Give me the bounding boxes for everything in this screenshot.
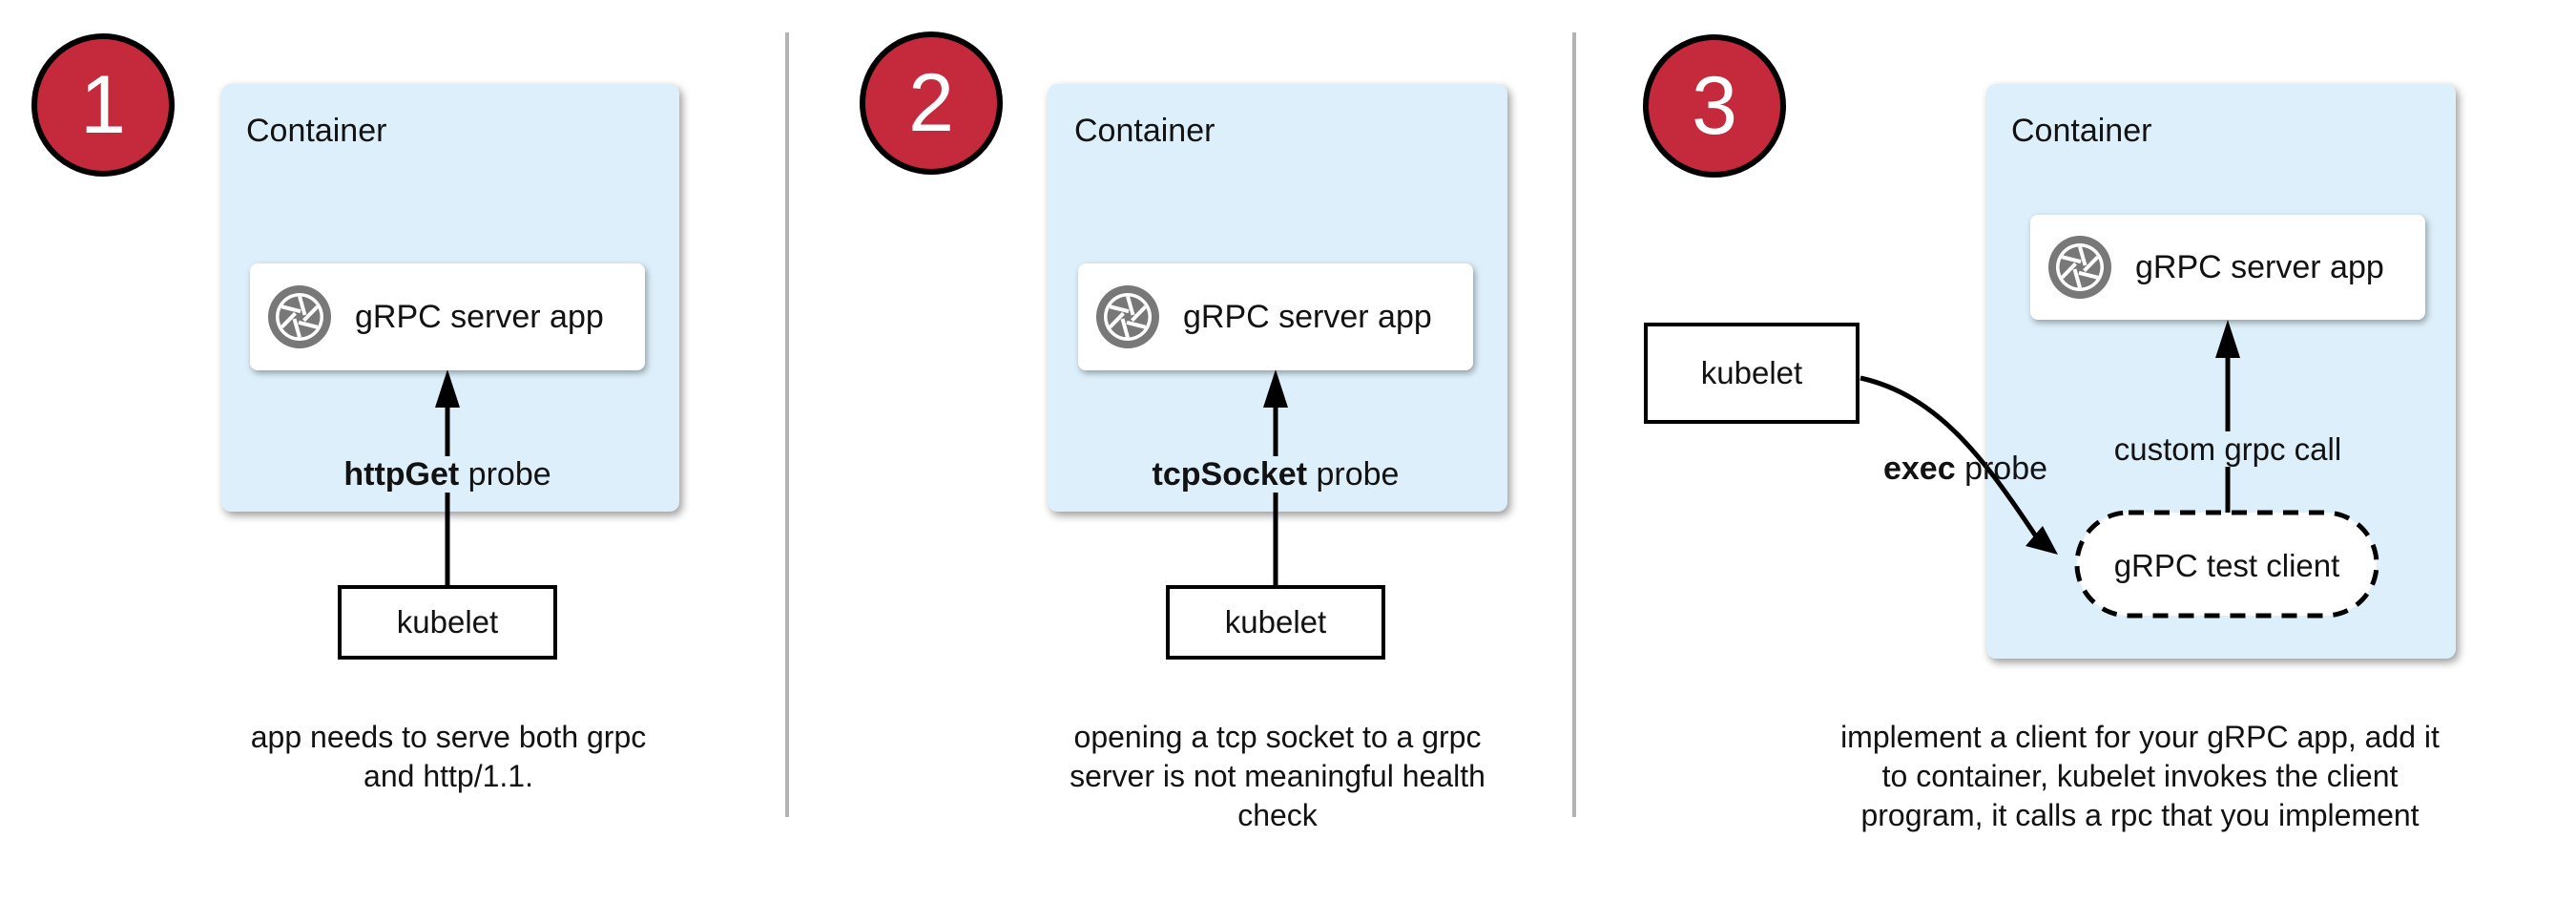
- probe-label-httpget: httpGet probe: [337, 456, 558, 493]
- custom-grpc-call-label: custom grpc call: [2106, 431, 2350, 467]
- caption-line: opening a tcp socket to a grpc: [1073, 720, 1482, 754]
- container-label-3: Container: [2011, 113, 2152, 149]
- container-label-2: Container: [1074, 113, 1215, 149]
- aperture-icon: [2046, 233, 2114, 302]
- caption-line: implement a client for your gRPC app, ad…: [1840, 720, 2440, 754]
- kubelet-box-1: kubelet: [338, 585, 557, 660]
- step-badge-3: 3: [1643, 34, 1786, 178]
- kubelet-box-3: kubelet: [1644, 323, 1859, 424]
- grpc-server-app-label: gRPC server app: [1183, 298, 1432, 335]
- kubelet-label: kubelet: [1224, 604, 1327, 640]
- step-number: 1: [80, 58, 126, 151]
- probe-word: probe: [1307, 456, 1400, 493]
- container-label-1: Container: [246, 113, 387, 149]
- step-number: 2: [908, 56, 954, 149]
- kubelet-label: kubelet: [396, 604, 499, 640]
- aperture-icon: [265, 283, 334, 351]
- probe-type: tcpSocket: [1152, 456, 1308, 493]
- caption-line: server is not meaningful health: [1070, 759, 1485, 793]
- grpc-test-client-label: gRPC test client: [2113, 548, 2340, 583]
- caption-line: program, it calls a rpc that you impleme…: [1860, 798, 2420, 832]
- probe-word: probe: [459, 456, 551, 493]
- caption-2: opening a tcp socket to a grpc server is…: [1048, 718, 1507, 835]
- grpc-server-app-box-2: gRPC server app: [1078, 263, 1473, 370]
- panel-divider-1: [785, 32, 789, 817]
- grpc-server-app-box-1: gRPC server app: [250, 263, 645, 370]
- probe-type: exec: [1882, 451, 1956, 487]
- probe-label-tcpsocket: tcpSocket probe: [1145, 456, 1406, 493]
- step-badge-2: 2: [860, 31, 1003, 175]
- grpc-server-app-box-3: gRPC server app: [2030, 215, 2425, 320]
- probe-type: httpGet: [343, 456, 460, 493]
- aperture-icon: [1093, 283, 1162, 351]
- caption-line: check: [1237, 798, 1318, 832]
- caption-line: to container, kubelet invokes the client: [1881, 759, 2399, 793]
- panel-divider-2: [1572, 32, 1576, 817]
- probe-word: probe: [1955, 451, 2048, 487]
- grpc-server-app-label: gRPC server app: [355, 298, 604, 335]
- probe-label-exec: exec probe: [1883, 451, 2047, 487]
- grpc-server-app-label: gRPC server app: [2135, 248, 2384, 285]
- caption-line: app needs to serve both grpc: [250, 720, 647, 754]
- caption-line: and http/1.1.: [364, 759, 533, 793]
- kubelet-label: kubelet: [1700, 355, 1803, 390]
- caption-1: app needs to serve both grpc and http/1.…: [219, 718, 677, 796]
- kubelet-box-2: kubelet: [1166, 585, 1385, 660]
- step-badge-1: 1: [31, 33, 175, 177]
- step-number: 3: [1692, 59, 1737, 152]
- caption-3: implement a client for your gRPC app, ad…: [1825, 718, 2455, 835]
